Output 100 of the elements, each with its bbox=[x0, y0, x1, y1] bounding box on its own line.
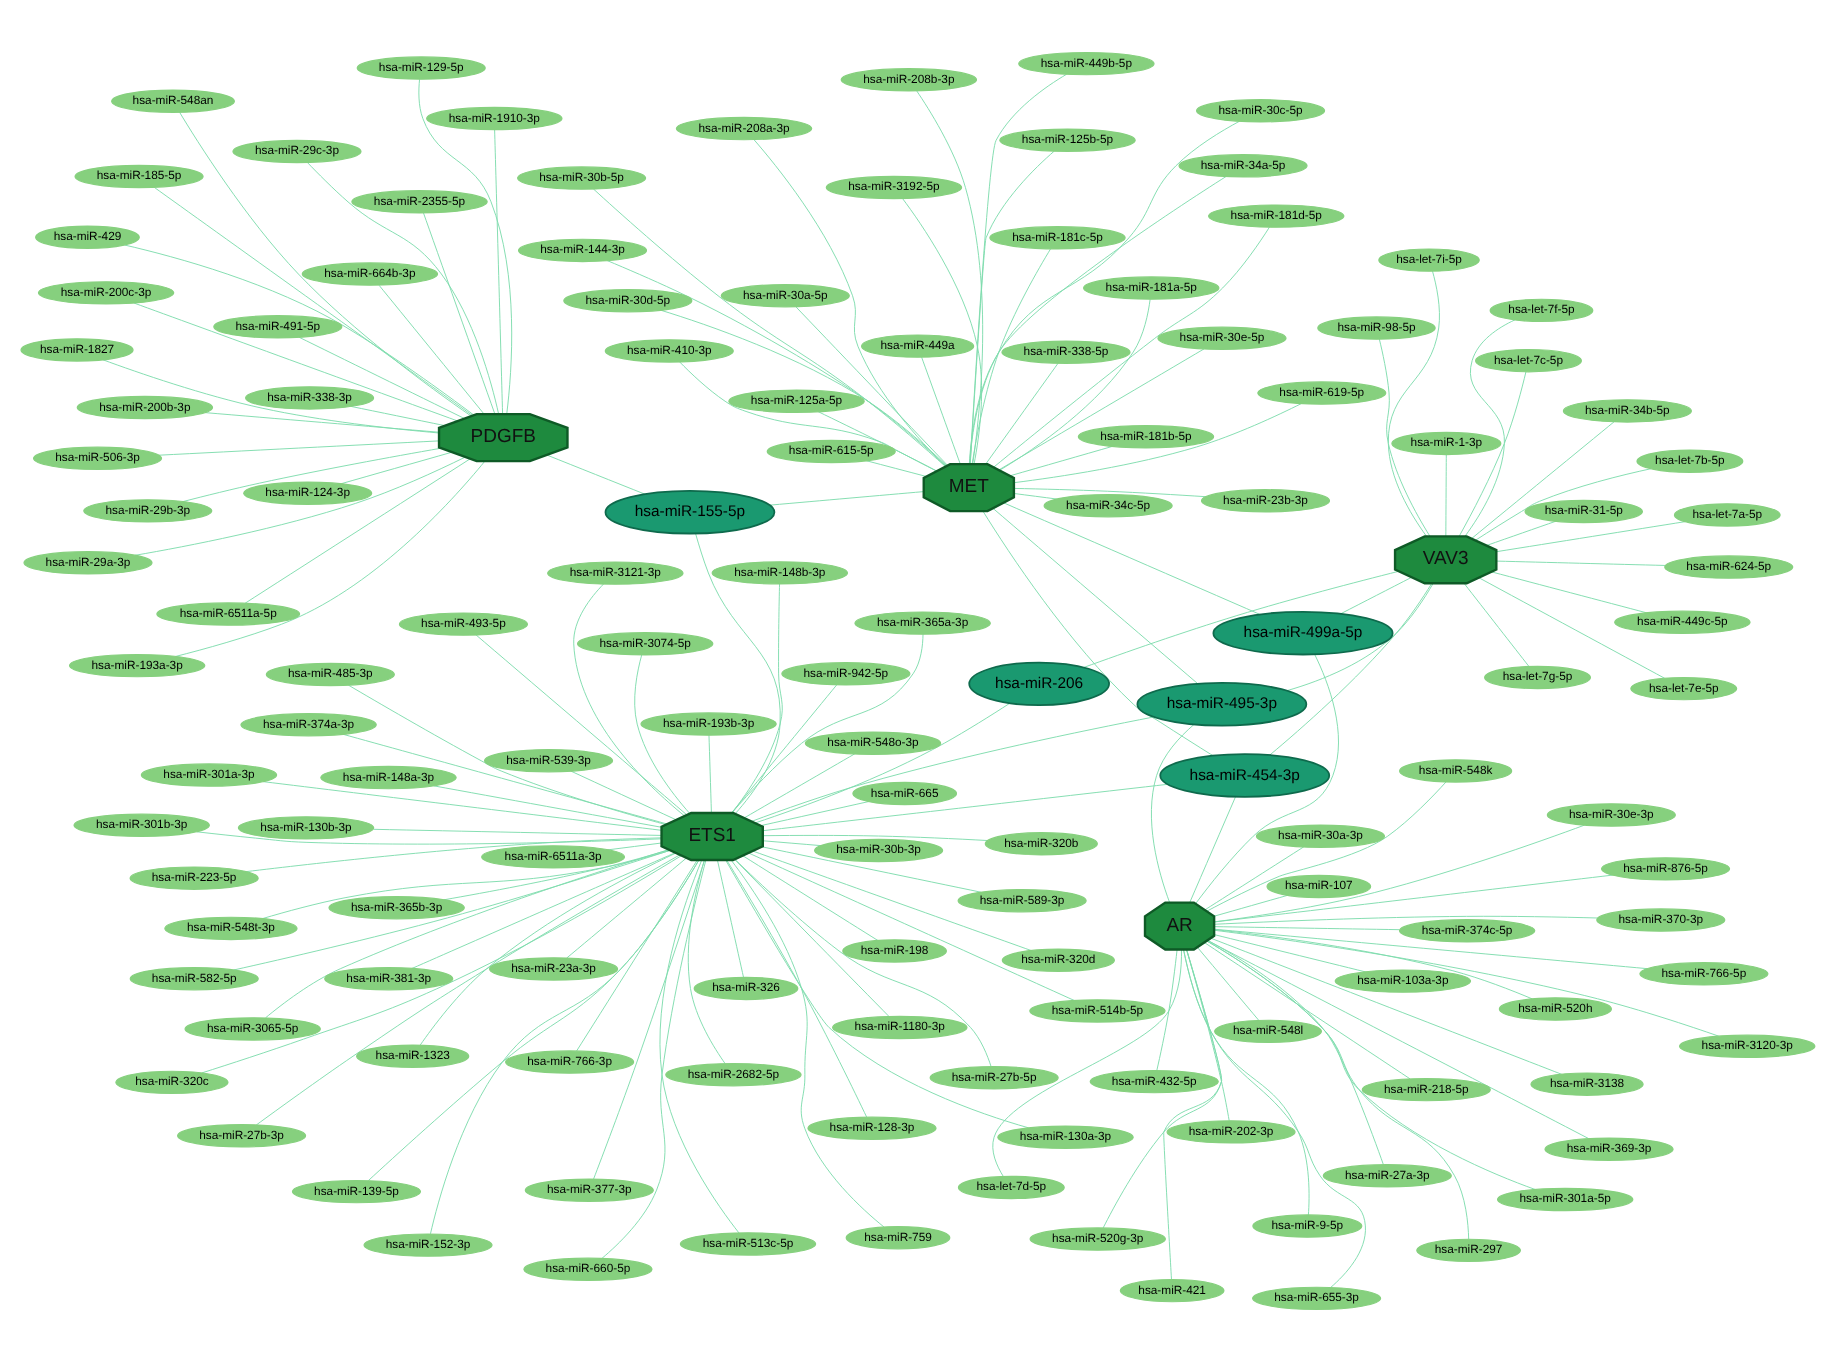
connector bbox=[601, 858, 707, 1258]
connector bbox=[982, 509, 1214, 756]
connector bbox=[985, 361, 1059, 464]
connector bbox=[134, 455, 466, 555]
connector bbox=[659, 858, 740, 1233]
connector bbox=[1495, 520, 1686, 552]
connector bbox=[734, 857, 992, 1067]
connector bbox=[695, 532, 781, 814]
connector bbox=[971, 247, 1052, 464]
connector bbox=[679, 360, 938, 471]
connector bbox=[1269, 582, 1433, 755]
connector bbox=[1150, 723, 1195, 902]
connector bbox=[430, 858, 700, 1234]
connector bbox=[1213, 928, 1720, 1036]
connector bbox=[262, 780, 662, 830]
connector bbox=[1207, 939, 1590, 1139]
connector bbox=[1475, 467, 1652, 540]
connector bbox=[1196, 945, 1260, 1020]
connector bbox=[373, 827, 662, 835]
connector bbox=[1203, 941, 1411, 1079]
connector bbox=[174, 459, 486, 657]
connector bbox=[179, 110, 472, 416]
connector bbox=[411, 851, 676, 968]
connector bbox=[1340, 575, 1413, 614]
connector bbox=[1206, 780, 1447, 911]
connector bbox=[769, 490, 925, 505]
connector bbox=[726, 858, 868, 1117]
connector bbox=[1195, 652, 1339, 903]
connector bbox=[968, 174, 1227, 464]
connector bbox=[306, 160, 500, 414]
connector bbox=[1083, 569, 1400, 667]
connector bbox=[546, 453, 646, 494]
connector bbox=[742, 854, 879, 941]
connector bbox=[1286, 581, 1434, 691]
connector bbox=[1378, 337, 1431, 536]
connector bbox=[969, 119, 1241, 464]
connector bbox=[298, 335, 465, 418]
connector bbox=[634, 653, 691, 813]
connector bbox=[750, 715, 1155, 821]
connector bbox=[1003, 501, 1261, 614]
connector bbox=[607, 841, 662, 850]
connector bbox=[1009, 444, 1114, 476]
connector bbox=[743, 752, 856, 818]
connector bbox=[124, 243, 475, 415]
connector bbox=[1214, 914, 1599, 924]
connector bbox=[730, 858, 885, 1227]
connector bbox=[433, 784, 662, 827]
connector bbox=[734, 858, 890, 1017]
connector bbox=[196, 830, 662, 844]
connector bbox=[760, 800, 870, 826]
connector bbox=[422, 211, 496, 414]
connector bbox=[419, 851, 677, 1045]
connector bbox=[1486, 519, 1557, 545]
connector bbox=[1458, 370, 1527, 536]
connector bbox=[1102, 948, 1222, 1228]
connector bbox=[1495, 559, 1667, 565]
connector bbox=[494, 128, 504, 414]
connector bbox=[921, 355, 961, 464]
connector bbox=[1463, 582, 1530, 667]
connector bbox=[717, 859, 745, 977]
connector bbox=[795, 305, 948, 465]
connector bbox=[367, 858, 700, 1181]
connector bbox=[340, 450, 453, 484]
connector bbox=[1013, 402, 1302, 483]
connector bbox=[754, 701, 1011, 823]
connector bbox=[1213, 925, 1400, 930]
connector bbox=[817, 410, 938, 471]
connector bbox=[576, 858, 698, 1051]
connector bbox=[1156, 948, 1178, 1071]
connector bbox=[378, 283, 485, 414]
connector bbox=[762, 833, 988, 840]
connector bbox=[1189, 795, 1236, 902]
connector bbox=[916, 89, 984, 464]
connector bbox=[731, 683, 838, 813]
connector bbox=[1445, 453, 1447, 536]
connector bbox=[1471, 420, 1615, 538]
connector bbox=[865, 459, 927, 476]
connector bbox=[761, 845, 982, 892]
connector bbox=[347, 683, 667, 825]
connector bbox=[255, 853, 681, 1125]
connector bbox=[133, 301, 458, 421]
connector bbox=[708, 733, 712, 813]
connector bbox=[993, 225, 1270, 467]
connector bbox=[593, 858, 705, 1179]
connector bbox=[1204, 845, 1305, 910]
connector bbox=[204, 411, 440, 432]
connector bbox=[1213, 933, 1366, 972]
connector bbox=[475, 633, 688, 815]
connector bbox=[1387, 269, 1440, 536]
connector bbox=[566, 856, 688, 958]
connector bbox=[1478, 576, 1666, 678]
connector bbox=[153, 185, 473, 415]
connector bbox=[418, 77, 513, 414]
connector bbox=[992, 506, 1199, 684]
connector bbox=[725, 858, 1030, 1128]
connector bbox=[342, 732, 668, 824]
connector bbox=[1013, 486, 1207, 497]
connector bbox=[1213, 927, 1648, 969]
connector bbox=[902, 197, 983, 464]
connector bbox=[752, 849, 1032, 950]
